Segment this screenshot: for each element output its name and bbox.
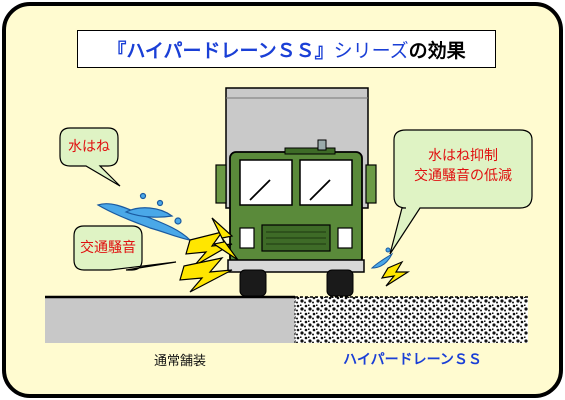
- title-suffix: の効果: [408, 39, 466, 62]
- small-splash: [370, 247, 394, 269]
- wiper-right: [309, 179, 331, 201]
- effect-label-splash: 水はね抑制: [428, 148, 498, 164]
- porous-pavement-label: ハイパードレーンＳＳ: [343, 352, 482, 368]
- wiper-left: [249, 179, 271, 201]
- headlight-right: [337, 227, 353, 249]
- wheel-left: [239, 269, 267, 297]
- title-box: 『ハイパードレーンＳＳ』 シリーズ の効果: [77, 30, 496, 68]
- right-mirror: [365, 164, 377, 204]
- normal-pavement-label: 通常舗装: [153, 354, 206, 369]
- cab-horn: [317, 139, 327, 151]
- porous-pavement: [295, 297, 528, 343]
- effect-callout: [389, 129, 533, 255]
- noise-callout: [73, 225, 177, 271]
- headlight-left: [239, 227, 255, 249]
- effect-labels: 水はね抑制 交通騒音の低減: [394, 146, 532, 187]
- noise-lightning: [179, 217, 411, 293]
- splash-label: 水はね: [68, 139, 110, 155]
- noise-label: 交通騒音: [80, 240, 136, 256]
- windshield-left: [239, 159, 293, 206]
- title-series: シリーズ: [333, 39, 409, 62]
- left-mirror: [215, 164, 227, 204]
- windshield-right: [299, 159, 353, 206]
- title-product: 『ハイパードレーンＳＳ』: [107, 39, 334, 62]
- wheel-right: [326, 269, 354, 297]
- normal-pavement: [45, 297, 295, 343]
- effect-label-noise: 交通騒音の低減: [414, 168, 512, 185]
- truck-bumper: [227, 259, 365, 273]
- splash-callout: [59, 127, 121, 187]
- cab-roof-lights: [284, 147, 336, 155]
